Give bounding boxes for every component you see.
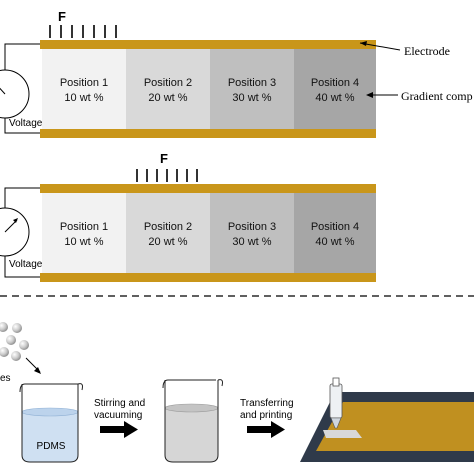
process-arrow-1-body	[100, 426, 126, 433]
sensor-panel-b: F	[0, 151, 376, 282]
position-name: Position 1	[59, 77, 109, 89]
force-arrows-a	[49, 25, 117, 38]
cell-label-position-4-a: Position 4 40 wt %	[294, 76, 376, 106]
cell-label-position-3-b: Position 3 30 wt %	[210, 220, 294, 250]
voltmeter-needle-a	[0, 87, 6, 95]
force-label-b: F	[160, 151, 168, 166]
bottom-electrode-b	[40, 273, 376, 282]
cell-position-1-b	[42, 193, 126, 273]
cell-label-position-3-a: Position 3 30 wt %	[210, 76, 294, 106]
top-electrode-b	[40, 184, 376, 193]
cell-label-position-1-b: Position 1 10 wt %	[42, 220, 126, 250]
cell-position-4-a	[294, 49, 376, 129]
pdms-beaker	[19, 383, 83, 463]
process-arrow-2-head	[271, 421, 285, 438]
step-2-label: Transferring and printing	[240, 398, 294, 421]
position-conc: 40 wt %	[315, 92, 355, 104]
electrode-pointer	[359, 42, 401, 51]
position-conc: 20 wt %	[148, 92, 188, 104]
voltmeter-a	[0, 69, 30, 119]
particles-icon	[0, 322, 29, 361]
process-arrow-2-body	[247, 426, 273, 433]
position-conc: 40 wt %	[315, 236, 355, 248]
position-conc: 10 wt %	[64, 92, 104, 104]
cell-label-position-1-a: Position 1 10 wt %	[42, 76, 126, 106]
cell-position-3-a	[210, 49, 294, 129]
cell-position-3-b	[210, 193, 294, 273]
position-name: Position 4	[310, 77, 360, 89]
position-name: Position 1	[59, 221, 109, 233]
voltmeter-needle-tip-b	[13, 218, 18, 223]
top-electrode-a	[40, 40, 376, 49]
position-conc: 10 wt %	[64, 236, 104, 248]
cell-label-position-2-b: Position 2 20 wt %	[126, 220, 210, 250]
cell-label-position-4-b: Position 4 40 wt %	[294, 220, 376, 250]
wire-top-a	[4, 43, 40, 70]
step-1-label: Stirring and vacuuming	[94, 398, 146, 421]
cell-position-2-a	[126, 49, 210, 129]
particles-label: es	[0, 373, 11, 384]
printing-board	[300, 392, 474, 462]
position-name: Position 3	[227, 77, 277, 89]
position-conc: 30 wt %	[232, 92, 272, 104]
fabrication-process	[0, 322, 474, 463]
cell-label-position-2-a: Position 2 20 wt %	[126, 76, 210, 106]
gradient-arrowhead	[366, 92, 373, 98]
gradient-label: Gradient comp	[401, 89, 473, 103]
position-name: Position 2	[143, 77, 193, 89]
bottom-electrode-a	[40, 129, 376, 138]
voltage-label-a: Voltage	[9, 118, 43, 129]
position-name: Position 2	[143, 221, 193, 233]
force-arrows-b	[136, 169, 198, 182]
voltmeter-b	[0, 207, 30, 257]
mixed-beaker	[162, 379, 223, 463]
electrode-label: Electrode	[404, 44, 450, 58]
position-conc: 30 wt %	[232, 236, 272, 248]
cell-position-4-b	[294, 193, 376, 273]
position-name: Position 3	[227, 221, 277, 233]
wire-bottom-a	[4, 118, 40, 134]
particles-arrowhead	[34, 367, 41, 374]
print-nozzle	[329, 377, 343, 429]
process-arrow-1-head	[124, 421, 138, 438]
position-conc: 20 wt %	[148, 236, 188, 248]
cell-position-2-b	[126, 193, 210, 273]
electrode-arrowhead	[360, 41, 367, 46]
force-label-a: F	[58, 9, 66, 24]
voltage-label-b: Voltage	[9, 259, 43, 270]
wire-top-b	[4, 187, 40, 208]
sensor-panel-a: F	[0, 9, 401, 138]
wire-bottom-b	[4, 256, 40, 278]
pdms-label: PDMS	[36, 441, 66, 452]
position-name: Position 4	[310, 221, 360, 233]
cell-position-1-a	[42, 49, 126, 129]
